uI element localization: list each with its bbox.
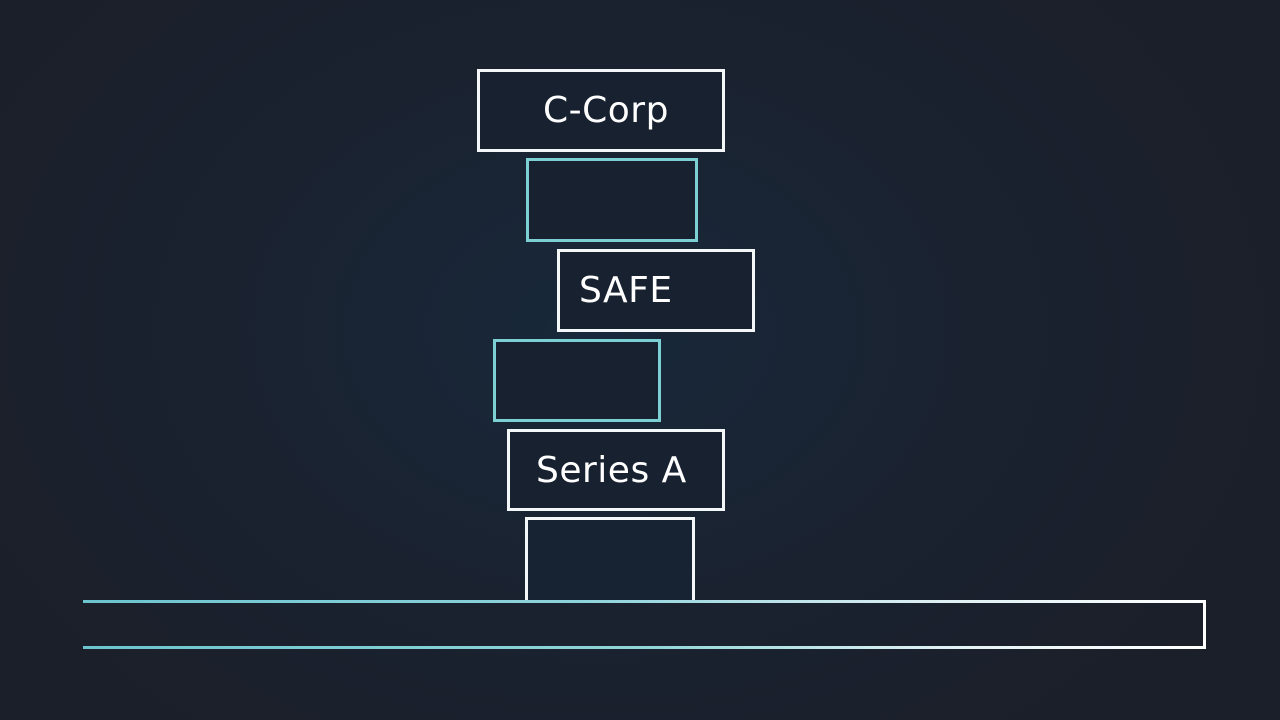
base-bottom-line (83, 646, 1206, 649)
block-empty-teal-1 (526, 158, 698, 242)
block-empty-teal-2 (493, 339, 661, 422)
block-c-corp: C-Corp (477, 69, 725, 152)
base-right-edge (1203, 600, 1206, 649)
block-empty-bottom (525, 517, 695, 601)
block-series-a: Series A (507, 429, 725, 511)
block-label: Series A (536, 449, 687, 491)
block-label: SAFE (579, 270, 673, 311)
block-safe: SAFE (557, 249, 755, 332)
block-label: C-Corp (543, 90, 669, 131)
base-top-line (83, 600, 1206, 603)
foundation-base-bar (83, 600, 1206, 649)
